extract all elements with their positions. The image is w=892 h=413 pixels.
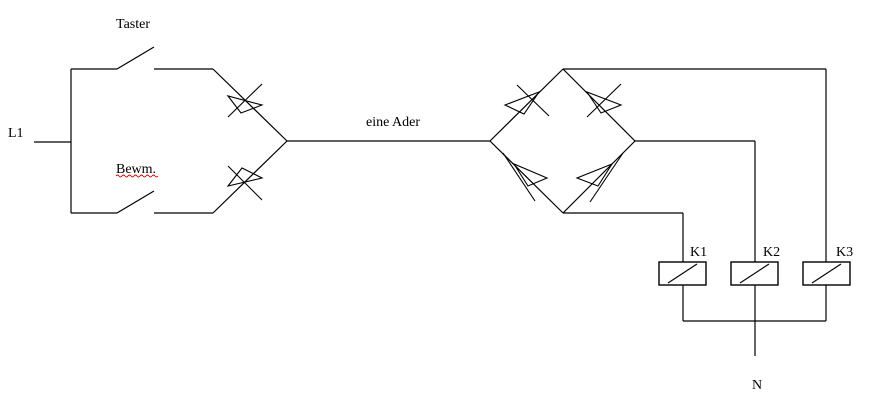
label-n: N: [752, 378, 762, 393]
relay-coil-k1: [658, 261, 707, 286]
diode-bridge-3: [502, 152, 549, 202]
spellcheck-underline: [115, 174, 159, 178]
label-k3: K3: [836, 245, 853, 260]
wire-bridge-upper-left: [489, 68, 564, 142]
label-l1: L1: [8, 126, 24, 141]
wire-bridge-lower-right: [562, 140, 636, 214]
label-k1: K1: [690, 245, 707, 260]
diode-bridge-2: [585, 83, 623, 118]
diode-bridge-4: [575, 152, 624, 203]
relay-coil-k2: [730, 261, 779, 286]
wire-bridge-lower-left: [489, 140, 564, 214]
label-taster: Taster: [116, 17, 150, 32]
diode-bridge-1: [503, 84, 550, 117]
label-eine-ader: eine Ader: [366, 115, 420, 130]
diode-bewm: [226, 165, 264, 201]
switch-taster-contact: [116, 46, 155, 70]
relay-coil-k3: [802, 261, 851, 286]
wire-diode-bottom-left: [212, 140, 288, 214]
diode-taster: [226, 83, 264, 118]
label-bewm: Bewm.: [116, 162, 156, 177]
wire-diode-top-left: [212, 68, 288, 142]
switch-bewm-contact: [116, 190, 155, 214]
label-k2: K2: [763, 245, 780, 260]
